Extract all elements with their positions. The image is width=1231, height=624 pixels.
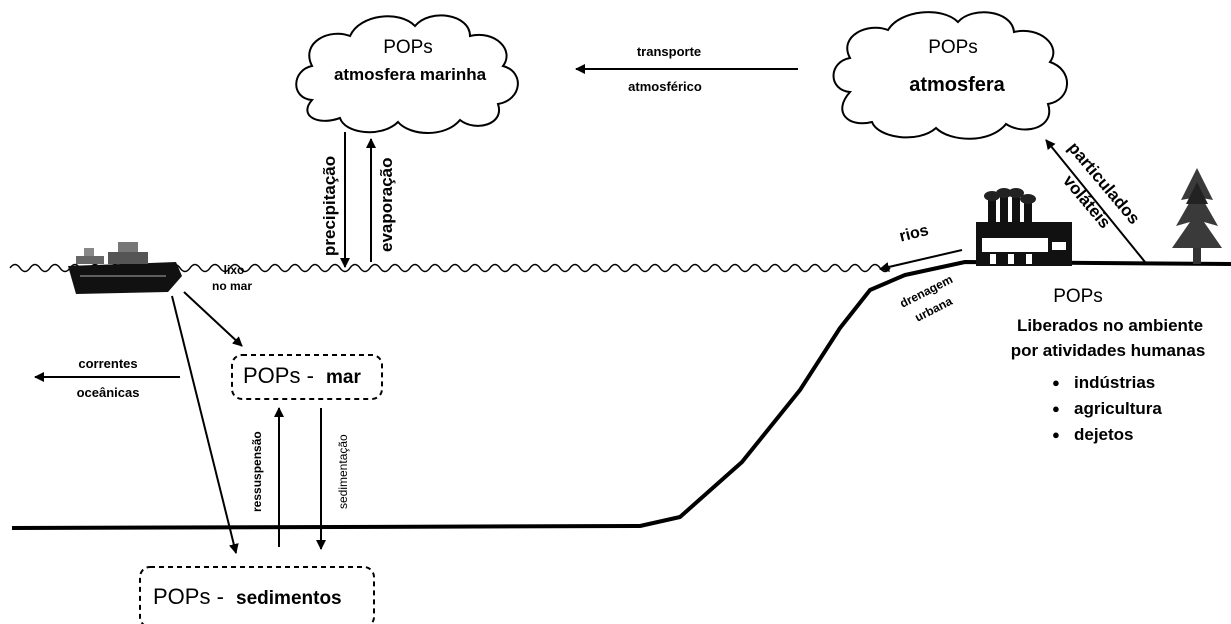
factory-icon	[976, 188, 1072, 266]
ship-icon	[68, 242, 182, 294]
sources-line-2: por atividades humanas	[1010, 341, 1206, 360]
transport-label-2: atmosférico	[628, 79, 702, 94]
waste-to-sediment-arrow	[171, 295, 239, 554]
sources-list: indústrias agricultura dejetos	[1052, 370, 1162, 448]
sea-box-label: mar	[326, 367, 361, 388]
resuspension-label: ressuspensão	[250, 431, 264, 513]
waste-to-sea-arrow	[183, 291, 243, 347]
evaporation-label: evaporação	[377, 157, 396, 253]
seabed-coastline	[11, 260, 1231, 530]
source-item: agricultura	[1052, 396, 1162, 422]
sediment-box-prefix: POPs -	[153, 584, 224, 609]
source-item: indústrias	[1052, 370, 1162, 396]
land-cloud-title: POPs	[928, 37, 978, 58]
sources-title: POPs	[1053, 286, 1103, 307]
land-cloud-subtitle: atmosfera	[909, 74, 1005, 96]
sediment-pops-box	[139, 566, 375, 624]
sea-pops-box	[231, 354, 383, 400]
precipitation-label: precipitação	[320, 155, 339, 257]
rivers-arrow	[879, 249, 963, 272]
marine-cloud-subtitle: atmosfera marinha	[333, 65, 487, 84]
tree-icon	[1172, 168, 1222, 264]
particulates-arrow	[1045, 139, 1146, 263]
marine-cloud-title: POPs	[383, 37, 433, 58]
waste-label-1: lixo	[223, 263, 245, 277]
atmosphere-cloud	[832, 11, 1068, 140]
currents-label-1: correntes	[78, 356, 138, 371]
sea-box-prefix: POPs -	[243, 363, 314, 388]
sources-line-1: Liberados no ambiente	[1016, 316, 1204, 335]
transport-label-1: transporte	[636, 44, 702, 59]
source-item: dejetos	[1052, 422, 1162, 448]
currents-label-2: oceânicas	[76, 385, 140, 400]
sedimentation-label: sedimentação	[336, 434, 350, 510]
marine-atmosphere-cloud	[295, 14, 519, 134]
sediment-box-label: sedimentos	[236, 588, 342, 609]
waste-label-2: no mar	[211, 279, 253, 293]
sea-box-text: POPs - mar	[243, 363, 361, 388]
sediment-box-text: POPs - sedimentos	[153, 584, 342, 609]
